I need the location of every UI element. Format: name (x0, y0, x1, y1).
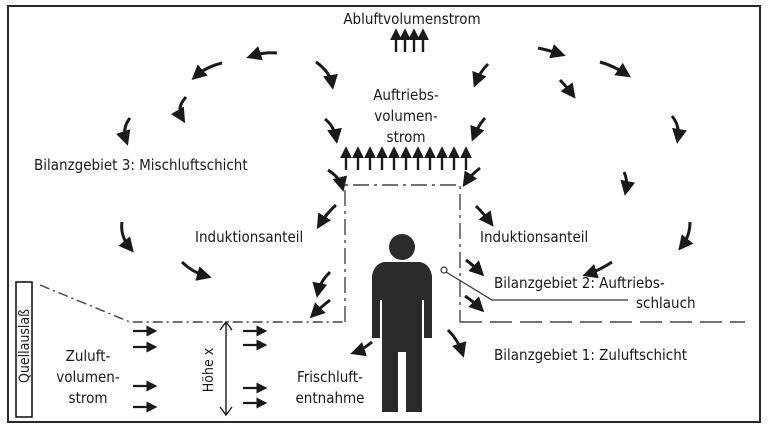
fresh-air-label-2: entnahme (296, 389, 365, 407)
supply-flow-label-2: volumen- (56, 368, 120, 386)
zone1-boundary-left (40, 285, 345, 322)
zone2-label-2: schlauch (636, 294, 696, 312)
induction-right-label: Induktionsanteil (480, 228, 588, 246)
supply-flow-label-3: strom (69, 389, 108, 407)
induction-left-label: Induktionsanteil (195, 228, 303, 246)
zone3-label: Bilanzgebiet 3: Mischluftschicht (34, 156, 248, 174)
buoyancy-flow-label-3: strom (387, 128, 426, 146)
fresh-air-label-1: Frischluft- (297, 368, 363, 386)
supply-arrows (133, 331, 263, 407)
exhaust-arrows (396, 33, 423, 52)
source-outlet-label: Quellauslaß (17, 309, 33, 383)
zone1-label: Bilanzgebiet 1: Zuluftschicht (494, 346, 687, 364)
buoyancy-flow-label-2: volumen- (374, 107, 438, 125)
buoyancy-flow-label-1: Auftriebs- (373, 86, 439, 104)
circulation-arrows-left (122, 53, 372, 352)
supply-flow-label-1: Zuluft- (66, 347, 111, 365)
buoyancy-arrows (346, 151, 466, 170)
person-icon (372, 234, 432, 412)
exhaust-flow-label: Abluftvolumenstrom (343, 10, 480, 28)
zone2-label-1: Bilanzgebiet 2: Auftriebs- (494, 274, 665, 292)
height-label: Höhe x (201, 347, 217, 392)
